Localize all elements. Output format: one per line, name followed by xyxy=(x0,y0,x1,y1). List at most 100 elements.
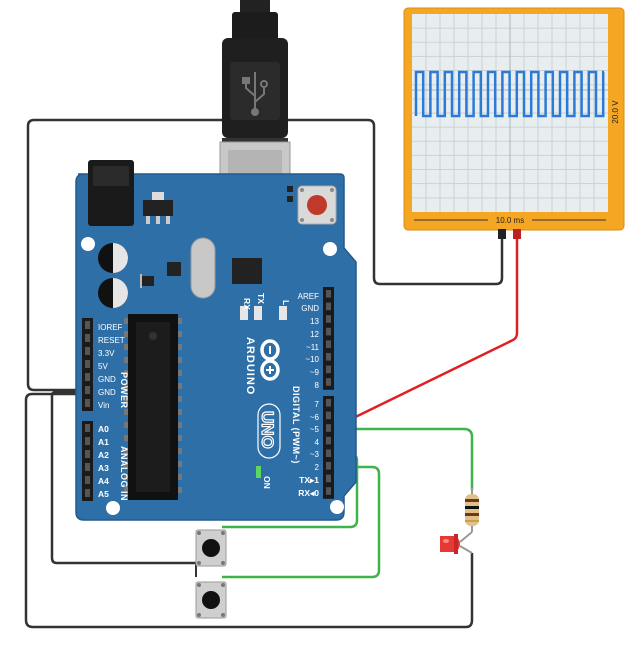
mount-hole xyxy=(323,242,337,256)
push-button-2[interactable] xyxy=(195,581,227,619)
chip-pin xyxy=(124,318,128,324)
oscilloscope-voltage-scale: 20.0 V xyxy=(611,100,620,124)
digital-lower-pin[interactable] xyxy=(326,449,331,457)
digital-upper-pin[interactable] xyxy=(326,315,331,323)
pin-label: A1 xyxy=(98,437,109,447)
usb-chip xyxy=(232,258,262,284)
analog-header-pin[interactable] xyxy=(85,463,90,471)
power-header-pin[interactable] xyxy=(85,347,90,355)
wire-gnd-button[interactable] xyxy=(50,390,196,565)
digital-upper-pin[interactable] xyxy=(326,327,331,336)
digital-upper-pin[interactable] xyxy=(326,353,331,361)
pin-label: A4 xyxy=(98,476,109,486)
voltage-regulator xyxy=(143,192,173,224)
power-header-pin[interactable] xyxy=(85,373,90,381)
digital-lower-pin[interactable] xyxy=(326,424,331,432)
chip-pin xyxy=(178,474,182,480)
power-header-pin[interactable] xyxy=(85,360,90,368)
svg-text:ON: ON xyxy=(262,476,272,489)
power-header-pin[interactable] xyxy=(85,321,90,329)
pin-label: 2 xyxy=(315,463,320,472)
digital-upper-pin[interactable] xyxy=(326,290,331,298)
digital-upper-pin[interactable] xyxy=(326,378,331,386)
power-jack xyxy=(88,160,134,226)
chip-pin xyxy=(178,383,182,389)
wire-pin5-resistor[interactable] xyxy=(333,427,474,490)
wire-gnd-scope[interactable] xyxy=(26,118,504,392)
rx-led: RX xyxy=(240,298,252,320)
digital-lower-pin[interactable] xyxy=(326,411,331,420)
oscilloscope-trace xyxy=(414,70,605,118)
digital-lower-pin[interactable] xyxy=(326,399,331,407)
oscilloscope-probe-gnd[interactable] xyxy=(498,229,506,239)
chip-pin xyxy=(178,357,182,363)
pin-label: GND xyxy=(301,304,319,313)
pin-label: ~5 xyxy=(310,425,320,434)
l-led: L xyxy=(279,300,291,320)
pin-label: 3.3V xyxy=(98,349,115,358)
chip-pin xyxy=(178,331,182,337)
icsp-header xyxy=(287,186,293,202)
wire-gnd-led[interactable] xyxy=(24,392,474,629)
red-led[interactable] xyxy=(440,531,473,554)
digital-upper-pin[interactable] xyxy=(326,302,331,311)
analog-header-pin[interactable] xyxy=(85,450,90,458)
pin-label: Vin xyxy=(98,401,109,410)
digital-lower-pin[interactable] xyxy=(326,474,331,483)
pin-label: RESET xyxy=(98,336,125,345)
capacitor xyxy=(98,278,128,308)
analog-header[interactable] xyxy=(82,421,93,501)
arduino-board[interactable]: RX TX L ARDUINO UNO ON xyxy=(75,160,357,521)
brand-label: ARDUINO xyxy=(244,337,256,395)
mount-hole xyxy=(330,500,344,514)
chip-pin xyxy=(178,396,182,402)
digital-upper-strip xyxy=(323,287,334,390)
pin-label: ~11 xyxy=(306,343,320,352)
small-diode xyxy=(140,274,154,288)
pin-label: GND xyxy=(98,375,116,384)
power-header-pin[interactable] xyxy=(85,334,90,342)
analog-header-pin[interactable] xyxy=(85,437,90,445)
digital-upper-pin[interactable] xyxy=(326,340,331,348)
capacitor xyxy=(98,243,128,273)
analog-header-pin[interactable] xyxy=(85,489,90,497)
pin-label: A2 xyxy=(98,450,109,460)
analog-header-pin[interactable] xyxy=(85,424,90,432)
svg-text:20.0 V: 20.0 V xyxy=(611,100,620,124)
wire-pin5-scope[interactable] xyxy=(332,236,519,430)
pin-label: 5V xyxy=(98,362,108,371)
oscilloscope-probe-signal[interactable] xyxy=(513,229,521,239)
digital-lower-pin[interactable] xyxy=(326,436,331,445)
power-header-pin[interactable] xyxy=(85,399,90,407)
digital-lower-pin[interactable] xyxy=(326,462,331,470)
digital-lower-pin-labels: 7 ~6 ~5 4 ~3 2 TX▸1 RX◂0 xyxy=(298,400,319,498)
digital-lower-pin[interactable] xyxy=(326,487,331,495)
analog-header-strip xyxy=(82,421,93,501)
chip-pin xyxy=(178,422,182,428)
power-pin-labels: IOREF RESET 3.3V 5V GND GND Vin xyxy=(98,323,125,410)
push-button-1[interactable] xyxy=(195,529,227,567)
svg-text:L: L xyxy=(281,300,291,305)
resistor[interactable] xyxy=(465,488,479,532)
chip-pin xyxy=(124,357,128,363)
pin-label: ~10 xyxy=(305,355,319,364)
usb-icon xyxy=(242,72,268,116)
power-header[interactable] xyxy=(82,318,93,411)
pin-label: 8 xyxy=(315,381,320,390)
uno-badge: UNO xyxy=(257,403,281,459)
digital-header-upper[interactable] xyxy=(323,287,334,390)
reset-button[interactable] xyxy=(297,185,337,225)
chip-pin xyxy=(178,448,182,454)
digital-upper-pin[interactable] xyxy=(326,365,331,374)
svg-text:RX: RX xyxy=(242,298,252,310)
analog-header-pin[interactable] xyxy=(85,476,90,484)
digital-header-lower[interactable] xyxy=(323,396,334,499)
wire-pin2-button[interactable] xyxy=(222,465,381,579)
oscilloscope[interactable]: 10.0 ms 20.0 V xyxy=(403,7,625,239)
power-header-pin[interactable] xyxy=(85,386,90,394)
mount-hole xyxy=(106,501,120,515)
chip-pin xyxy=(124,461,128,467)
digital-lower-strip xyxy=(323,396,334,499)
